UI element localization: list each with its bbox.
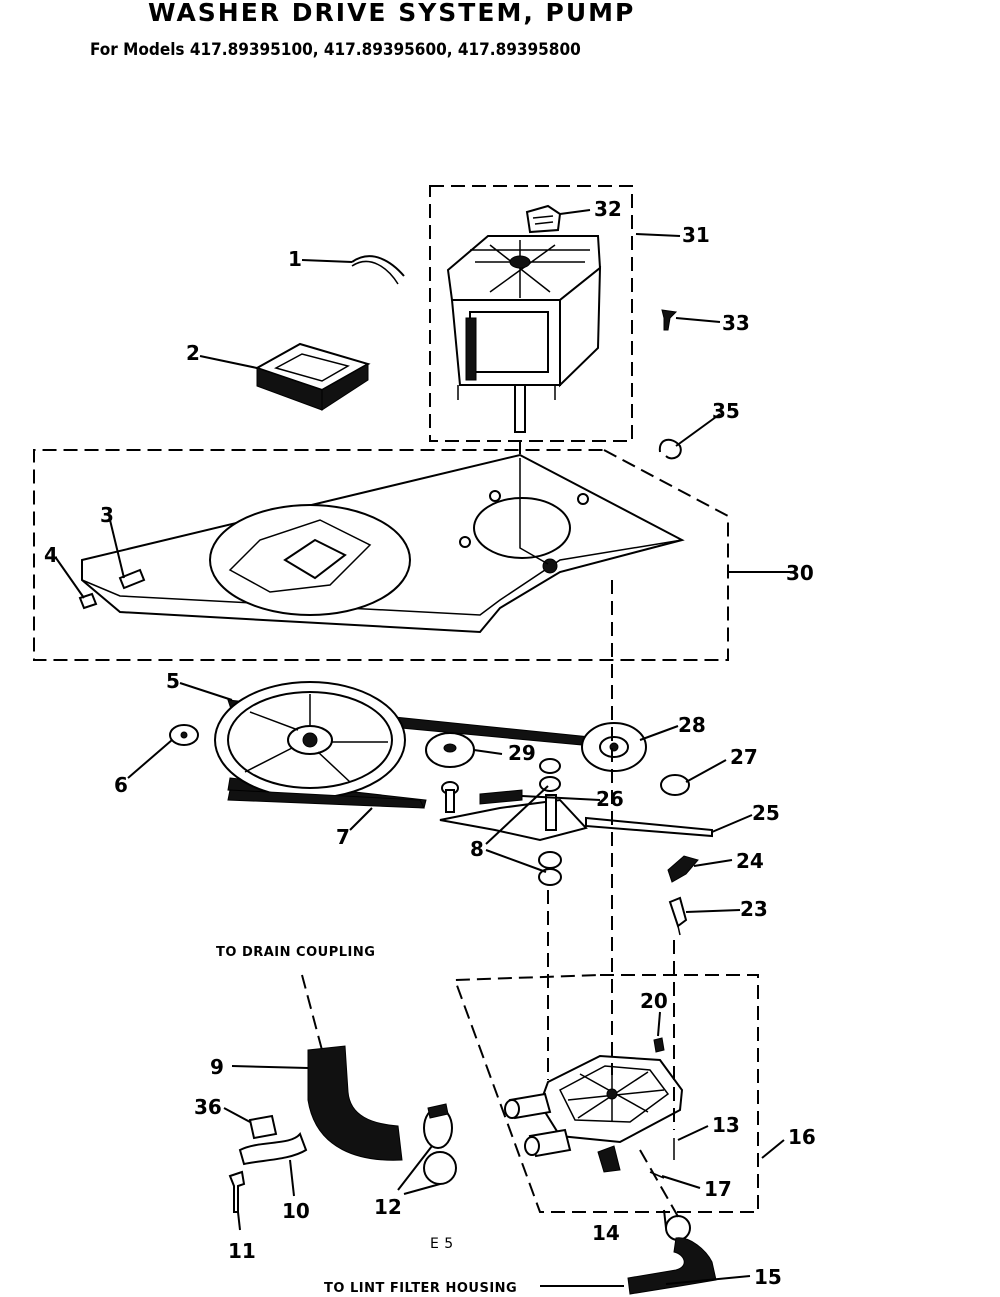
callout-29: 29 [508, 741, 536, 765]
spring-26 [479, 789, 523, 805]
clamp-12 [423, 1103, 457, 1185]
bushing-8 [538, 758, 562, 886]
page-subtitle: For Models 417.89395100, 417.89395600, 4… [90, 40, 581, 60]
callout-35: 35 [712, 399, 740, 423]
callout-36: 36 [194, 1095, 222, 1119]
callout-2: 2 [186, 341, 200, 365]
callout-11: 11 [228, 1239, 256, 1263]
callout-13: 13 [712, 1113, 740, 1137]
screw-33 [661, 309, 678, 331]
hose-9 [307, 1045, 403, 1161]
clip-35 [658, 438, 682, 460]
callout-17: 17 [704, 1177, 732, 1201]
note-drain-coupling: TO DRAIN COUPLING [216, 945, 375, 960]
washer-27 [660, 774, 690, 796]
drive-pulley [214, 681, 406, 799]
strap-10 [238, 1132, 308, 1166]
idler-pulley-29 [425, 732, 475, 768]
callout-1: 1 [288, 247, 302, 271]
callout-6: 6 [114, 773, 128, 797]
callout-12: 12 [374, 1195, 402, 1219]
callout-10: 10 [282, 1199, 310, 1223]
callout-24: 24 [736, 849, 764, 873]
callout-9: 9 [210, 1055, 224, 1079]
bolt-3 [118, 568, 146, 590]
callout-4: 4 [44, 543, 58, 567]
pump-16 [504, 1054, 684, 1173]
callout-8: 8 [470, 837, 484, 861]
mounting-plate-box [33, 449, 729, 661]
callout-7: 7 [336, 825, 350, 849]
note-code: E 5 [430, 1236, 454, 1252]
callout-26: 26 [596, 787, 624, 811]
callout-30: 30 [786, 561, 814, 585]
callout-31: 31 [682, 223, 710, 247]
leader-lines [55, 209, 790, 1287]
callout-20: 20 [640, 989, 668, 1013]
note-lint-filter: TO LINT FILTER HOUSING [324, 1281, 517, 1296]
clip-36 [248, 1114, 278, 1140]
callout-3: 3 [100, 503, 114, 527]
pump-assembly-box [453, 974, 759, 1213]
mounting-plate-30 [81, 453, 685, 634]
pump-pulley-28 [581, 722, 647, 772]
callout-15: 15 [754, 1265, 782, 1289]
capacitor-32 [525, 204, 562, 234]
clamp-24 [667, 855, 699, 883]
callout-16: 16 [788, 1125, 816, 1149]
callout-27: 27 [730, 745, 758, 769]
screw-20 [653, 1037, 665, 1053]
callout-14: 14 [592, 1221, 620, 1245]
screw-11 [228, 1170, 246, 1213]
page-title: WASHER DRIVE SYSTEM, PUMP [148, 0, 636, 27]
fitting-23 [668, 896, 688, 936]
alignment-lines [301, 440, 681, 1221]
motor-pad-2 [254, 342, 371, 411]
belt-7 [227, 789, 425, 809]
callout-28: 28 [678, 713, 706, 737]
hose-15 [627, 1237, 717, 1295]
fitting-14 [665, 1215, 691, 1241]
callout-33: 33 [722, 311, 750, 335]
motor [446, 235, 602, 433]
callout-32: 32 [594, 197, 622, 221]
motor-assembly-box [429, 185, 633, 442]
callout-5: 5 [166, 669, 180, 693]
callout-labels: 1 2 3 4 5 6 7 8 9 10 11 12 13 14 15 16 1… [44, 197, 816, 1289]
wire-harness-1 [351, 255, 405, 285]
callout-23: 23 [740, 897, 768, 921]
callout-25: 25 [752, 801, 780, 825]
